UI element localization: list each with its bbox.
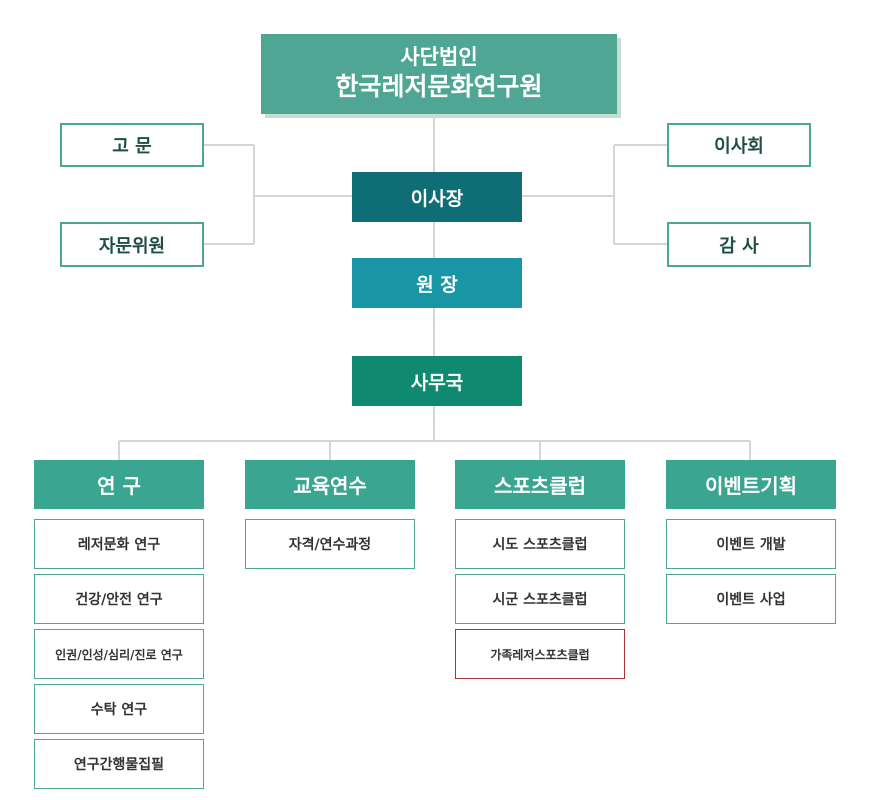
director-box: 원 장 bbox=[352, 258, 522, 308]
secretariat-box: 사무국 bbox=[352, 356, 522, 406]
sports-item-province-club: 시도 스포츠클럽 bbox=[455, 519, 625, 569]
research-item-health-safety: 건강/안전 연구 bbox=[34, 574, 204, 624]
board-box: 이사회 bbox=[667, 123, 811, 167]
chairman-box: 이사장 bbox=[352, 172, 522, 222]
sports-item-city-club: 시군 스포츠클럽 bbox=[455, 574, 625, 624]
advisor-box: 고 문 bbox=[60, 123, 204, 167]
department-event-planning: 이벤트기획 bbox=[666, 460, 836, 509]
research-item-publication: 연구간행물집필 bbox=[34, 739, 204, 789]
event-item-development: 이벤트 개발 bbox=[666, 519, 836, 569]
auditor-box: 감 사 bbox=[667, 222, 811, 267]
organization-type: 사단법인 bbox=[400, 45, 478, 69]
organization-name: 한국레저문화연구원 bbox=[335, 72, 543, 101]
research-item-leisure-culture: 레저문화 연구 bbox=[34, 519, 204, 569]
event-item-business: 이벤트 사업 bbox=[666, 574, 836, 624]
research-item-human-rights: 인권/인성/심리/진로 연구 bbox=[34, 629, 204, 679]
education-item-certification: 자격/연수과정 bbox=[245, 519, 415, 569]
department-research: 연 구 bbox=[34, 460, 204, 509]
research-item-commissioned: 수탁 연구 bbox=[34, 684, 204, 734]
department-education: 교육연수 bbox=[245, 460, 415, 509]
sports-item-family-club: 가족레저스포츠클럽 bbox=[455, 629, 625, 679]
advisory-committee-box: 자문위원 bbox=[60, 222, 204, 267]
organization-title-box: 사단법인 한국레저문화연구원 bbox=[261, 34, 617, 114]
department-sports-club: 스포츠클럽 bbox=[455, 460, 625, 509]
